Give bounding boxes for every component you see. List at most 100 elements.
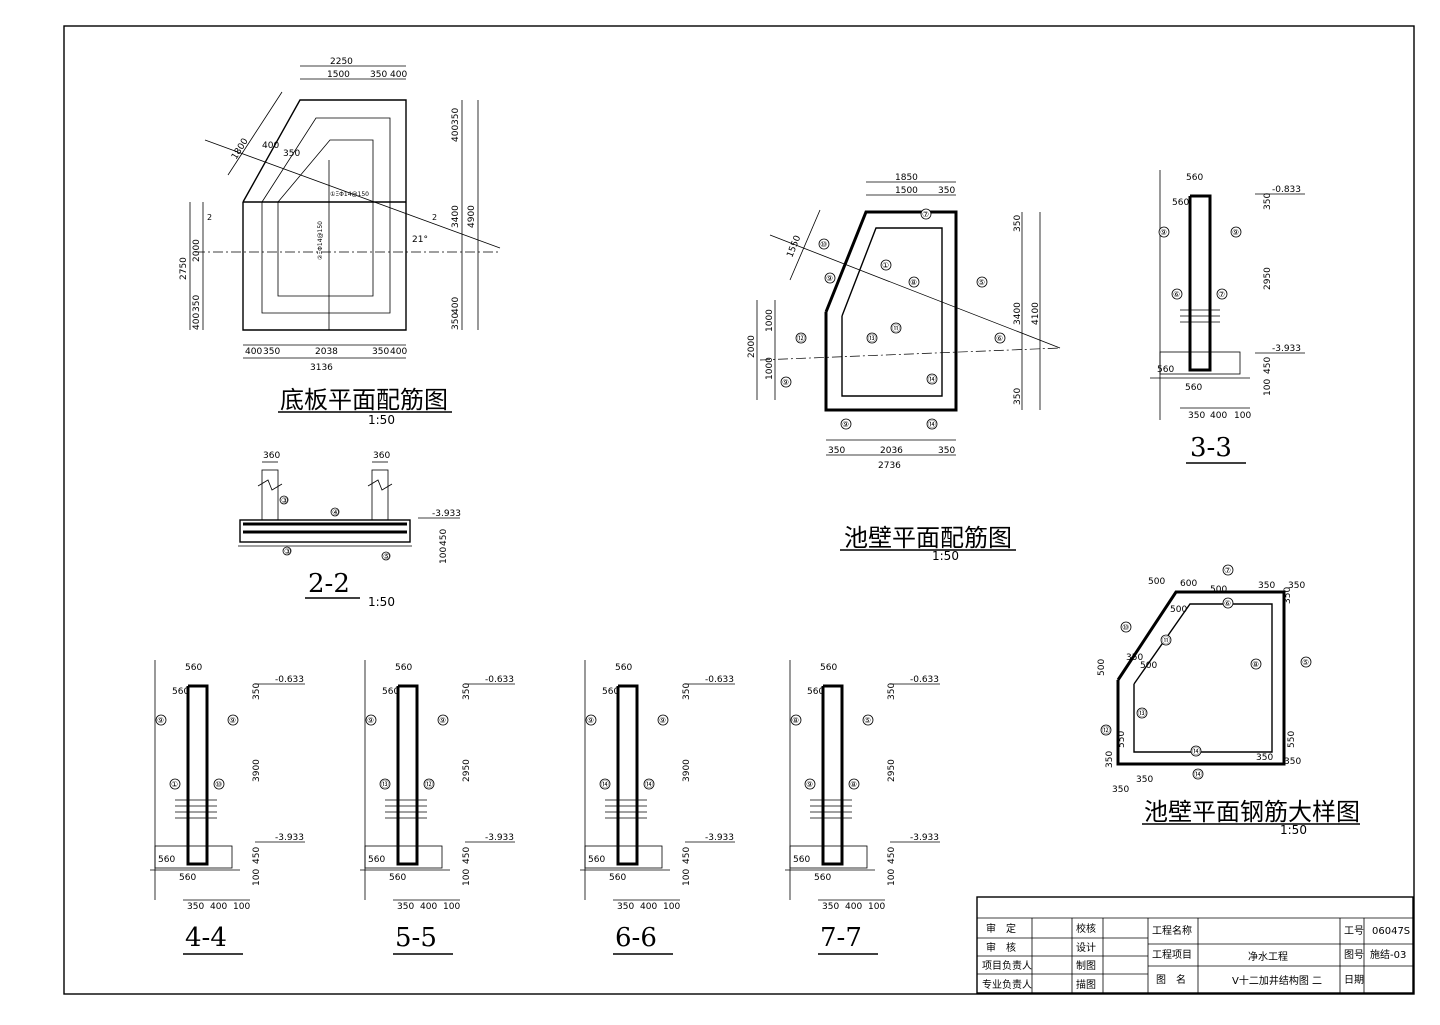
- svg-text:⑭: ⑭: [928, 375, 936, 384]
- s33-dim-top-1: 560: [1186, 173, 1203, 183]
- s22-mark-4: ⑤: [383, 552, 390, 561]
- s33-dim-bot-3: 100: [1234, 411, 1251, 421]
- sec-5-5-dim-bot: 560: [368, 855, 385, 865]
- sec-5-5-dim-inner: 560: [382, 687, 399, 697]
- tb-r4-c6: V十二加井结构图 二: [1232, 974, 1322, 987]
- sec-5-5-base-2: 400: [420, 902, 437, 912]
- sec-7-7-base-3: 100: [868, 902, 885, 912]
- base-dim-diag-3: 350: [283, 149, 300, 159]
- section-2-2: 360 360 450 100 -3.933 ③ ④ ③ ⑤ 2-2 1:50: [238, 451, 461, 609]
- s22-elev: -3.933: [432, 509, 461, 519]
- sec-6-6-mark-circle: [657, 714, 669, 726]
- sec-5-5-mark-circle: [379, 778, 391, 790]
- wall-dim-bot-2: 2036: [880, 446, 903, 456]
- sec-4-4-base-3: 100: [233, 902, 250, 912]
- sec-6-6-footing: [584, 845, 663, 869]
- sec-7-7-base-1: 350: [822, 902, 839, 912]
- sec-4-4-wall: [186, 684, 209, 866]
- s33-dim-right-3: 100: [1263, 379, 1273, 396]
- wall-dim-left-1: 2000: [747, 335, 757, 358]
- base-dim-left-4: 350: [192, 295, 202, 312]
- svg-text:550: 550: [1287, 731, 1297, 748]
- sec-6-6-dim-bot: 560: [588, 855, 605, 865]
- base-dim-bottom-1: 400: [245, 347, 262, 357]
- svg-text:⑭: ⑭: [1192, 747, 1200, 756]
- sec-4-4-dim-top: 560: [185, 663, 202, 673]
- tb-r1-c5: 工程名称: [1152, 924, 1192, 937]
- sec-7-7-mark-circle: [862, 714, 874, 726]
- sec-6-6-wall: [616, 684, 639, 866]
- s33-mark-2: ⑨: [1232, 228, 1239, 237]
- sec-6-6-mid: 3900: [682, 759, 692, 782]
- svg-text:⑪: ⑪: [892, 324, 900, 333]
- sec-4-4-mark-2: ⑨: [229, 716, 236, 725]
- sec-5-5-title: 5-5: [395, 923, 437, 953]
- sec-4-4-mark-circle: [227, 714, 239, 726]
- svg-text:350: 350: [1256, 753, 1273, 763]
- s22-dim-2: 360: [373, 451, 390, 461]
- sec-5-5-mark-circle: [365, 714, 377, 726]
- svg-text:350: 350: [1126, 653, 1143, 663]
- base-dim-top-total: 2250: [330, 57, 353, 67]
- tb-r1-c1: 审 定: [986, 922, 1016, 935]
- wall-outer: [824, 210, 958, 412]
- tb-r3-c1: 项目负责人: [982, 959, 1032, 972]
- base-dim-bottom-5: 400: [390, 347, 407, 357]
- svg-text:⑧: ⑧: [1252, 660, 1259, 669]
- base-rebar-note-2: ②ΞΦ14@150: [317, 221, 324, 260]
- sec-4-4-base-2: 400: [210, 902, 227, 912]
- svg-text:⑥: ⑥: [1224, 599, 1231, 608]
- base-rebar-outline-1: [261, 117, 391, 314]
- s33-elev-bot: -3.933: [1272, 344, 1301, 354]
- sec-7-7-mark-1: ⑧: [792, 716, 799, 725]
- sec-4-4-title: 4-4: [185, 923, 227, 953]
- wall-dim-bot-3: 350: [938, 446, 955, 456]
- wall-dim-top-1: 1850: [895, 173, 918, 183]
- svg-text:500: 500: [1210, 585, 1227, 595]
- base-dim-right-4: 4900: [467, 205, 477, 228]
- s33-dim-right-2: 2950: [1263, 267, 1273, 290]
- wall-dim-bot-total: 2736: [878, 461, 901, 471]
- tb-r2-c8: 施结-03: [1370, 948, 1406, 961]
- sec-5-5-mark-3: ⑬: [381, 780, 389, 789]
- sec-7-7-dim-inner: 560: [807, 687, 824, 697]
- sec-6-6-dim-inner: 560: [602, 687, 619, 697]
- wall-inner: [841, 227, 943, 397]
- svg-text:⑨: ⑨: [782, 378, 789, 387]
- s33-dim-right-1: 350: [1263, 193, 1273, 210]
- sec-5-5-right-2: 450: [462, 847, 472, 864]
- sec-5-5-base-1: 350: [397, 902, 414, 912]
- sec-4-4-mid: 3900: [252, 759, 262, 782]
- sec-5-5-base-3: 100: [443, 902, 460, 912]
- sec-6-6-dim-top: 560: [615, 663, 632, 673]
- base-dim-left-1: 2750: [179, 257, 189, 280]
- base-angle: 21°: [412, 235, 428, 245]
- tb-r4-c3: 描图: [1076, 978, 1096, 991]
- sec-4-4-footing: [154, 845, 233, 869]
- sec-7-7-right-1: 350: [887, 683, 897, 700]
- svg-text:500: 500: [1097, 659, 1107, 676]
- svg-text:350: 350: [1136, 775, 1153, 785]
- sec-4-4-elev-top: -0.633: [275, 675, 304, 685]
- base-plan: 2250 1500 350 400 1800 400 350 350 400 3…: [179, 57, 501, 427]
- sec-7-7-footing: [789, 845, 868, 869]
- wall-plan: 1850 1500 350 1550 350 3400 4100 350 200…: [747, 173, 1061, 563]
- sec-6-6-right-1: 350: [682, 683, 692, 700]
- s33-mark-3: ⑥: [1173, 290, 1180, 299]
- wall-dim-right-3: 4100: [1031, 302, 1041, 325]
- sec-7-7-dim-bot-2: 560: [814, 873, 831, 883]
- base-section-mark-left: 2: [207, 213, 212, 222]
- wall-dim-right-2: 3400: [1013, 302, 1023, 325]
- base-dim-left-2: 2000: [192, 239, 202, 262]
- svg-text:⑨: ⑨: [842, 420, 849, 429]
- base-dim-right-5: 400: [451, 297, 461, 314]
- sec-4-4-elev-bot: -3.933: [275, 833, 304, 843]
- svg-text:⑬: ⑬: [1138, 709, 1146, 718]
- base-dim-top-3: 400: [390, 70, 407, 80]
- base-dim-diag-2: 400: [262, 141, 279, 151]
- sec-4-4-right-3: 100: [252, 869, 262, 886]
- sec-6-6-mark-circle: [643, 778, 655, 790]
- sec-7-7-right-3: 100: [887, 869, 897, 886]
